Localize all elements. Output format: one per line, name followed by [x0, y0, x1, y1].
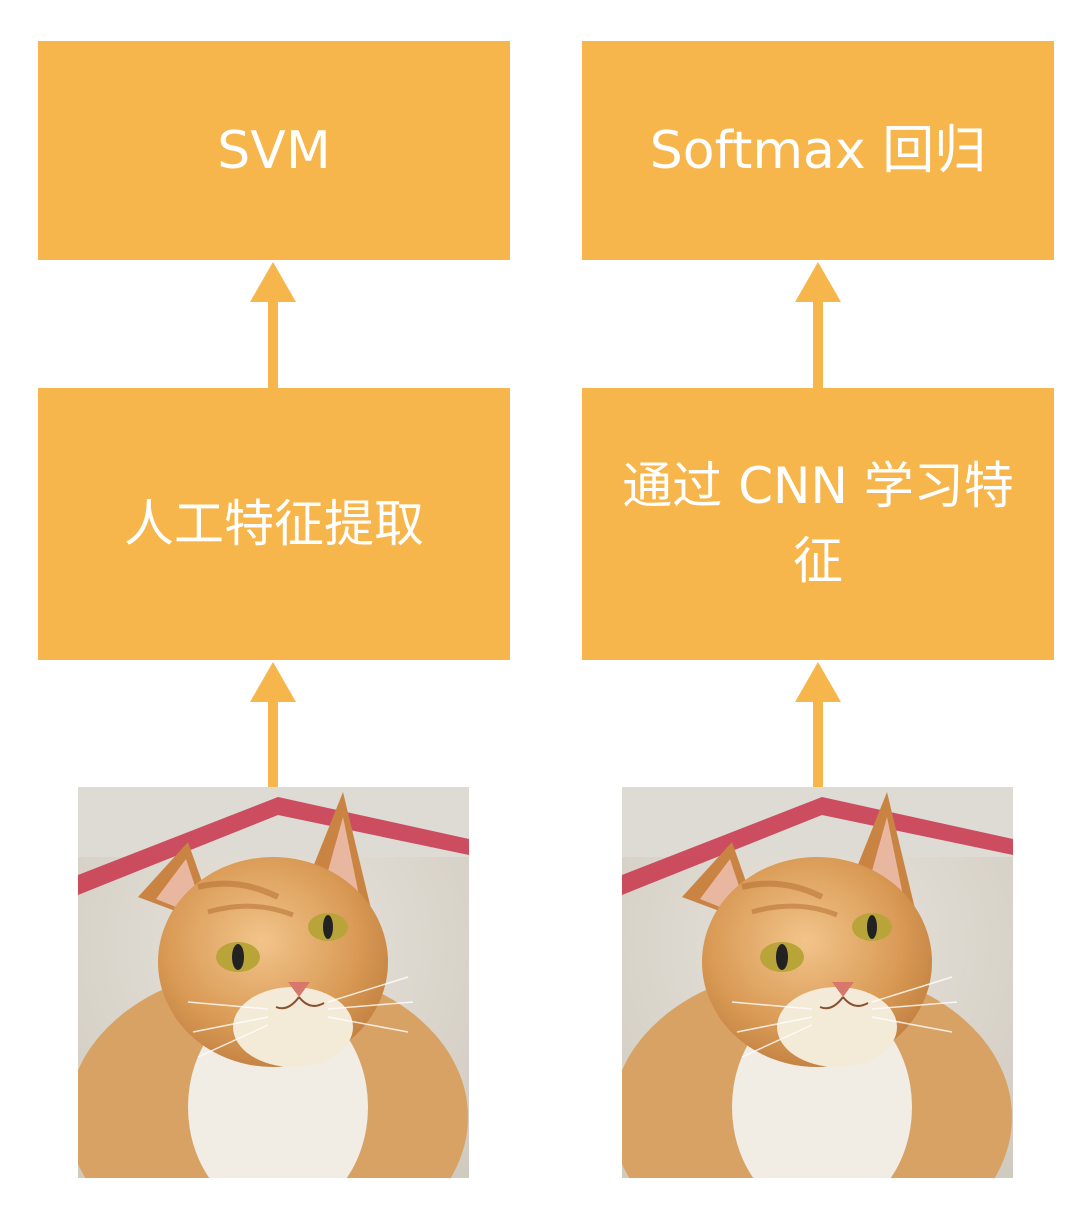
softmax-regression-label: Softmax 回归 [649, 120, 987, 181]
svm-label: SVM [217, 120, 331, 181]
arrow-up-icon [250, 262, 296, 388]
cat-photo [622, 787, 1013, 1178]
arrow-up-icon [795, 662, 841, 788]
svm-box: SVM [38, 41, 510, 260]
cnn-feature-learning-box: 通过 CNN 学习特征 [582, 388, 1054, 660]
cnn-feature-learning-label: 通过 CNN 学习特征 [622, 457, 1014, 590]
arrow-up-icon [795, 262, 841, 388]
manual-feature-extraction-box: 人工特征提取 [38, 388, 510, 660]
arrow-up-icon [250, 662, 296, 788]
cat-photo [78, 787, 469, 1178]
manual-feature-extraction-label: 人工特征提取 [124, 494, 424, 553]
softmax-regression-box: Softmax 回归 [582, 41, 1054, 260]
